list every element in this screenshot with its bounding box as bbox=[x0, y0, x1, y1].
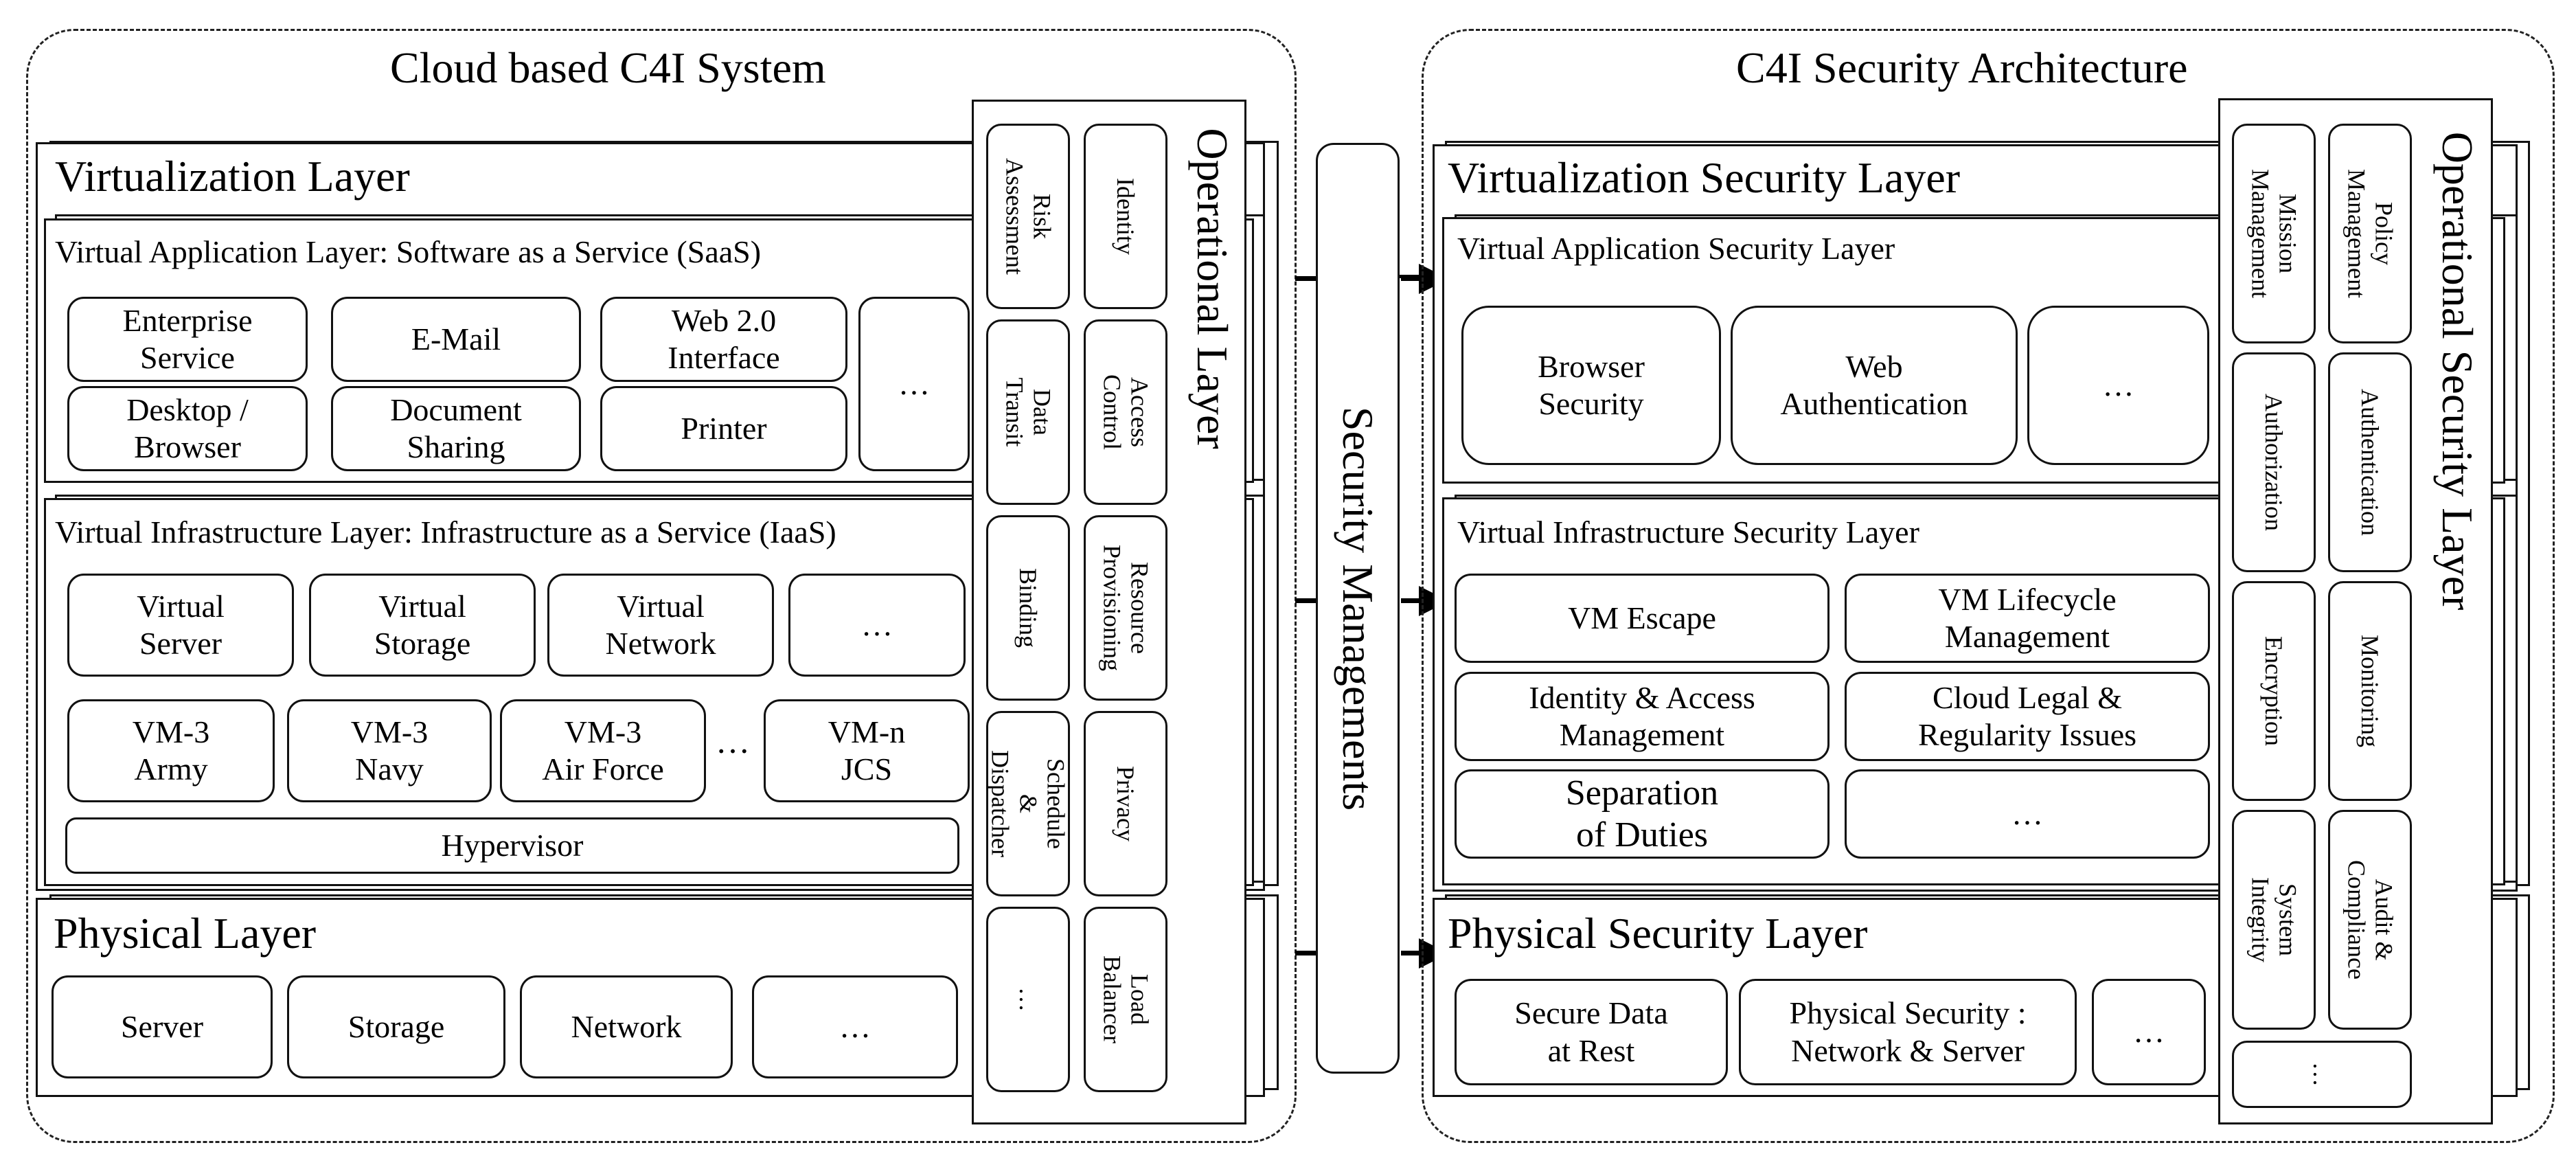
app-security-more-box: … bbox=[2027, 306, 2209, 465]
op-schedule-dispatcher-box: Schedule & Dispatcher bbox=[986, 711, 1070, 896]
vm-navy-box: VM-3 Navy bbox=[287, 699, 492, 802]
virtual-server-box: Virtual Server bbox=[67, 574, 294, 677]
secure-data-at-rest-box: Secure Data at Rest bbox=[1455, 979, 1728, 1085]
op-risk-assessment-label: Risk Assessment bbox=[1001, 158, 1056, 275]
op-data-transit-box: Data Transit bbox=[986, 319, 1070, 505]
vm-escape-box: VM Escape bbox=[1455, 574, 1830, 663]
ops-encryption-box: Encryption bbox=[2232, 581, 2316, 801]
stub-app-line bbox=[1295, 276, 1316, 281]
virtual-network-box: Virtual Network bbox=[547, 574, 774, 677]
web-authentication-box: Web Authentication bbox=[1731, 306, 2018, 465]
arrow-app-line bbox=[1401, 276, 1428, 281]
ops-system-integrity-label: System Integrity bbox=[2246, 877, 2302, 962]
document-sharing-box: Document Sharing bbox=[331, 386, 581, 471]
operational-security-layer-title-area: Operational Security Layer bbox=[2423, 106, 2492, 635]
cloud-legal-regularity-box: Cloud Legal & Regularity Issues bbox=[1845, 672, 2210, 761]
op-binding-box: Binding bbox=[986, 515, 1070, 701]
op-more-box: … bbox=[986, 907, 1070, 1092]
ops-mission-management-label: Mission Management bbox=[2246, 169, 2302, 298]
physical-security-layer-title: Physical Security Layer bbox=[1448, 909, 1868, 958]
ops-encryption-label: Encryption bbox=[2260, 636, 2288, 746]
physical-layer-title: Physical Layer bbox=[54, 909, 317, 958]
iaas-more-box: … bbox=[788, 574, 966, 677]
stub-physical-line bbox=[1295, 951, 1316, 955]
op-resource-provisioning-label: Resource Provisioning bbox=[1098, 544, 1154, 672]
virtualization-security-layer-title: Virtualization Security Layer bbox=[1448, 153, 1961, 202]
op-privacy-label: Privacy bbox=[1112, 766, 1140, 841]
server-box: Server bbox=[52, 975, 273, 1078]
op-identity-label: Identity bbox=[1112, 178, 1140, 255]
ops-monitoring-box: Monitoring bbox=[2328, 581, 2412, 801]
ops-authentication-label: Authentication bbox=[2356, 389, 2384, 536]
ops-policy-management-label: Policy Management bbox=[2343, 169, 2398, 298]
ops-more-label: … bbox=[2308, 1062, 2336, 1087]
enterprise-service-box: Enterprise Service bbox=[67, 297, 308, 382]
saas-more-box: … bbox=[858, 297, 970, 471]
physical-security-network-server-box: Physical Security : Network & Server bbox=[1739, 979, 2077, 1085]
physical-security-more-box: … bbox=[2092, 979, 2206, 1085]
ops-more-box: … bbox=[2232, 1041, 2412, 1108]
vm-ellipsis: … bbox=[716, 722, 750, 760]
identity-access-management-box: Identity & Access Management bbox=[1455, 672, 1830, 761]
operational-layer-title: Operational Layer bbox=[1188, 128, 1237, 449]
op-schedule-dispatcher-label: Schedule & Dispatcher bbox=[986, 750, 1070, 857]
ops-audit-compliance-label: Audit & Compliance bbox=[2343, 860, 2398, 980]
ops-mission-management-box: Mission Management bbox=[2232, 124, 2316, 343]
security-managements-box: Security Managements bbox=[1316, 143, 1400, 1074]
op-privacy-box: Privacy bbox=[1084, 711, 1167, 896]
op-resource-provisioning-box: Resource Provisioning bbox=[1084, 515, 1167, 701]
vm-air-force-box: VM-3 Air Force bbox=[500, 699, 706, 802]
op-binding-label: Binding bbox=[1014, 567, 1042, 648]
ops-authorization-box: Authorization bbox=[2232, 352, 2316, 572]
web-interface-box: Web 2.0 Interface bbox=[600, 297, 847, 382]
virtual-infrastructure-security-layer-title: Virtual Infrastructure Security Layer bbox=[1457, 514, 1919, 550]
op-access-control-box: Access Control bbox=[1084, 319, 1167, 505]
op-load-balancer-label: Load Balancer bbox=[1098, 955, 1154, 1043]
infra-security-more-box: … bbox=[1845, 769, 2210, 859]
vm-jcs-box: VM-n JCS bbox=[764, 699, 970, 802]
desktop-browser-box: Desktop / Browser bbox=[67, 386, 308, 471]
ops-system-integrity-box: System Integrity bbox=[2232, 810, 2316, 1030]
virtual-application-layer-title: Virtual Application Layer: Software as a… bbox=[55, 234, 762, 269]
email-box: E-Mail bbox=[331, 297, 581, 382]
virtualization-layer-title: Virtualization Layer bbox=[55, 152, 410, 201]
physical-more-box: … bbox=[752, 975, 958, 1078]
virtual-infrastructure-layer-title: Virtual Infrastructure Layer: Infrastruc… bbox=[55, 514, 836, 550]
separation-of-duties-box: Separation of Duties bbox=[1455, 769, 1830, 859]
browser-security-box: Browser Security bbox=[1461, 306, 1721, 465]
cloud-c4i-system-container bbox=[26, 29, 1297, 1143]
op-data-transit-label: Data Transit bbox=[1001, 377, 1056, 447]
op-access-control-label: Access Control bbox=[1098, 374, 1154, 451]
ops-policy-management-box: Policy Management bbox=[2328, 124, 2412, 343]
op-load-balancer-box: Load Balancer bbox=[1084, 907, 1167, 1092]
op-risk-assessment-box: Risk Assessment bbox=[986, 124, 1070, 309]
op-identity-box: Identity bbox=[1084, 124, 1167, 309]
operational-layer-title-area: Operational Layer bbox=[1178, 110, 1246, 467]
stub-infra-line bbox=[1295, 598, 1316, 603]
virtual-application-security-layer-title: Virtual Application Security Layer bbox=[1457, 231, 1895, 266]
arrow-physical-line bbox=[1401, 951, 1428, 955]
ops-monitoring-label: Monitoring bbox=[2356, 634, 2384, 748]
c4i-security-architecture-container bbox=[1422, 29, 2555, 1143]
printer-box: Printer bbox=[600, 386, 847, 471]
cloud-c4i-system-title: Cloud based C4I System bbox=[390, 43, 826, 92]
c4i-security-architecture-title: C4I Security Architecture bbox=[1736, 43, 2188, 92]
network-box: Network bbox=[520, 975, 733, 1078]
storage-box: Storage bbox=[287, 975, 505, 1078]
ops-authorization-label: Authorization bbox=[2260, 394, 2288, 531]
ops-authentication-box: Authentication bbox=[2328, 352, 2412, 572]
arrow-infra-line bbox=[1401, 598, 1428, 603]
op-more-label: … bbox=[1014, 987, 1042, 1012]
virtual-storage-box: Virtual Storage bbox=[309, 574, 536, 677]
hypervisor-box: Hypervisor bbox=[65, 817, 959, 874]
ops-audit-compliance-box: Audit & Compliance bbox=[2328, 810, 2412, 1030]
vm-army-box: VM-3 Army bbox=[67, 699, 275, 802]
operational-security-layer-title: Operational Security Layer bbox=[2433, 131, 2482, 611]
security-managements-title: Security Managements bbox=[1334, 406, 1382, 811]
vm-lifecycle-management-box: VM Lifecycle Management bbox=[1845, 574, 2210, 663]
